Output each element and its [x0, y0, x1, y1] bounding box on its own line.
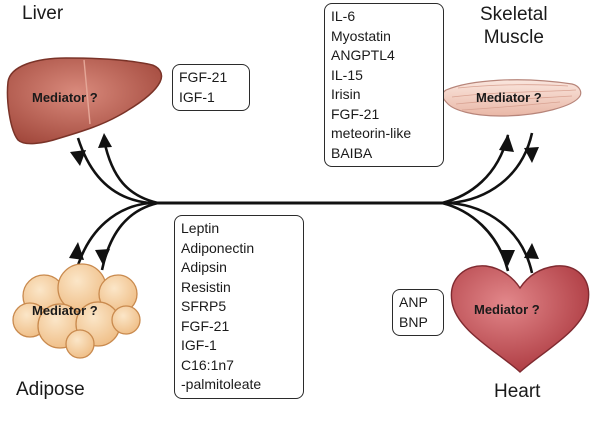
heart-arrow-up — [524, 243, 539, 259]
mediator-list-item: IGF-1 — [181, 337, 217, 353]
liver-connector-inner — [102, 139, 159, 205]
skeletal-muscle-title-line-1: Skeletal — [480, 4, 548, 25]
mediator-list-item: IGF-1 — [179, 88, 215, 105]
mediator-list-item: Resistin — [181, 278, 231, 295]
heart-connector-outer — [449, 201, 534, 274]
mediator-list-item: C16:1n7 — [181, 356, 234, 373]
skeletal-muscle-title: Skeletal Muscle — [480, 3, 548, 49]
muscle-arrow-down — [524, 147, 539, 163]
heart-arrow-down — [500, 250, 515, 266]
adipose-arrow-down — [95, 249, 110, 265]
liver-lobe-line — [83, 59, 91, 125]
mediator-list-item: ANGPTL4 — [331, 47, 395, 63]
muscle-illustration — [441, 79, 582, 117]
mediator-list-item: Myostatin — [331, 27, 391, 44]
adipose-illustration — [12, 263, 141, 359]
mediator-list-item: BNP — [399, 313, 428, 330]
mediator-list-item: meteorin-like — [331, 125, 412, 141]
heart-connector-inner — [441, 201, 510, 272]
mediator-list-item: IL-6 — [331, 8, 356, 24]
liver-mediator-label: Mediator ? — [32, 90, 98, 105]
liver-title: Liver — [22, 3, 64, 24]
adipose-arrow-up — [69, 242, 84, 260]
mediator-list-item: FGF-21 — [179, 69, 228, 85]
mediator-list-item: FGF-21 — [181, 317, 230, 334]
adipose-mediator-label: Mediator ? — [32, 303, 98, 318]
liver-arrow-up — [98, 133, 112, 148]
heart-illustration — [450, 265, 590, 373]
mediator-list-item: FGF-21 — [331, 105, 380, 122]
adipose-connector-inner — [100, 201, 159, 271]
muscle-connector-outer — [449, 132, 534, 205]
mediator-list-item: Adipsin — [181, 259, 227, 275]
mediator-list-item: ANP — [399, 294, 428, 310]
muscle-arrow-up — [499, 134, 514, 152]
heart-title: Heart — [494, 381, 541, 402]
mediator-list-item: Leptin — [181, 220, 220, 236]
adipose-title: Adipose — [16, 379, 85, 400]
muscle-connector-inner — [441, 134, 510, 205]
liver-arrow-down — [70, 150, 86, 166]
heart-mediator-list: ANP BNP — [392, 289, 444, 336]
mediator-list-item: SFRP5 — [181, 298, 227, 314]
skeletal-muscle-title-line-2: Muscle — [483, 27, 544, 48]
liver-illustration — [6, 57, 163, 145]
mediator-list-item: IL-15 — [331, 66, 363, 83]
muscle-mediator-label: Mediator ? — [476, 90, 542, 105]
mediator-list-item: -palmitoleate — [181, 376, 262, 392]
mediator-list-item: Irisin — [331, 86, 361, 102]
mediator-list-item: BAIBA — [331, 144, 373, 161]
mediator-list-item: Adiponectin — [181, 239, 255, 256]
heart-mediator-label: Mediator ? — [474, 302, 540, 317]
